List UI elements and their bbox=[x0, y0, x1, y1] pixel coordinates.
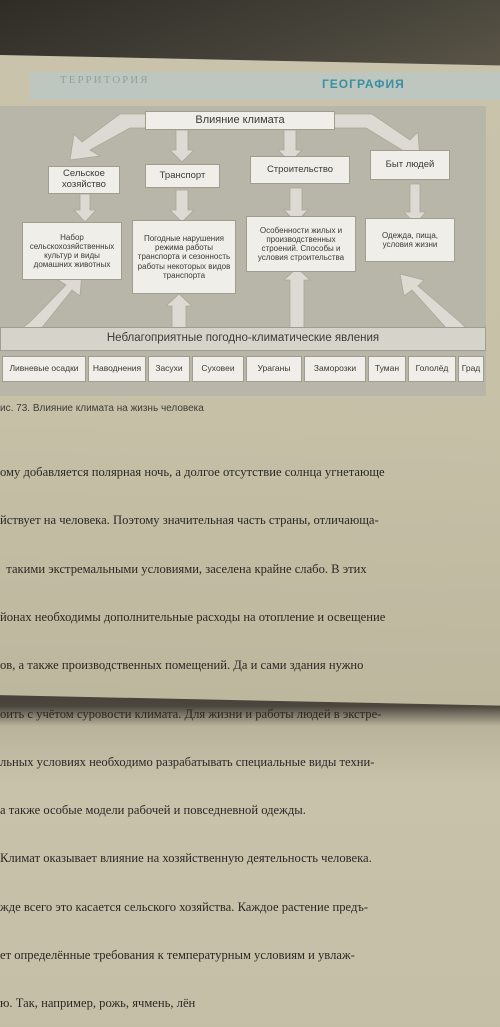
text-line: такими экстремальными условиями, заселен… bbox=[0, 561, 367, 576]
detail-daily-life: Одежда, пища, условия жизни bbox=[365, 218, 455, 262]
subject-title: ГЕОГРАФИЯ bbox=[322, 77, 405, 91]
arrow-cat1-det bbox=[73, 193, 97, 223]
phenomenon-ice: Гололёд bbox=[408, 356, 456, 382]
phenomenon-downpour: Ливневые осадки bbox=[2, 356, 86, 382]
text-line: йонах необходимы дополнительные расходы … bbox=[0, 610, 386, 625]
phenomenon-hurricane: Ураганы bbox=[246, 356, 302, 382]
phenomenon-flood: Наводнения bbox=[88, 356, 146, 382]
body-text: ому добавляется полярная ночь, а долгое … bbox=[0, 432, 500, 1027]
category-construction: Строительство bbox=[250, 156, 350, 184]
diagram-bottom-box: Неблагоприятные погодно-климатические яв… bbox=[0, 327, 486, 351]
phenomenon-dry-wind: Суховеи bbox=[192, 356, 244, 382]
category-daily-life: Быт людей bbox=[370, 150, 450, 180]
category-agriculture: Сельское хозяйство bbox=[48, 166, 120, 194]
phenomenon-fog: Туман bbox=[368, 356, 406, 382]
text-line: жде всего это касается сельского хозяйст… bbox=[0, 899, 369, 914]
category-transport: Транспорт bbox=[145, 164, 220, 188]
arrow-up-mid2 bbox=[282, 267, 312, 331]
phenomenon-frost: Заморозки bbox=[304, 356, 366, 382]
text-line: йствует на человека. Поэтому значительна… bbox=[0, 513, 379, 528]
detail-transport: Погодные нарушения режима работы транспо… bbox=[132, 220, 236, 294]
text-line: ю. Так, например, рожь, ячмень, лён bbox=[0, 996, 196, 1011]
text-line: оить с учётом суровости климата. Для жиз… bbox=[0, 706, 382, 721]
text-line: льных условиях необходимо разрабатывать … bbox=[0, 754, 375, 769]
arrow-up-left bbox=[18, 271, 83, 331]
header-faded-text: ТЕРРИТОРИЯ bbox=[60, 74, 150, 86]
text-line: ому добавляется полярная ночь, а долгое … bbox=[0, 465, 385, 480]
text-line: а также особые модели рабочей и повседне… bbox=[0, 803, 306, 818]
arrow-up-right bbox=[399, 273, 469, 331]
phenomenon-hail: Град bbox=[458, 356, 484, 382]
diagram-top-box: Влияние климата bbox=[145, 111, 335, 130]
detail-construction: Особенности жилых и производственных стр… bbox=[246, 216, 356, 272]
phenomenon-drought: Засухи bbox=[148, 356, 190, 382]
arrow-up-mid1 bbox=[164, 293, 194, 331]
header-band bbox=[30, 72, 500, 100]
text-line: ов, а также производственных помещений. … bbox=[0, 658, 364, 673]
arrow-to-transport bbox=[169, 129, 195, 163]
text-line: ет определённые требования к температурн… bbox=[0, 948, 355, 962]
text-line: Климат оказывает влияние на хозяйственну… bbox=[0, 851, 372, 866]
figure-caption: ис. 73. Влияние климата на жизнь человек… bbox=[0, 403, 204, 414]
arrow-cat2-det bbox=[169, 189, 195, 223]
detail-agriculture: Набор сельскохозяйственных культур и вид… bbox=[22, 222, 122, 280]
